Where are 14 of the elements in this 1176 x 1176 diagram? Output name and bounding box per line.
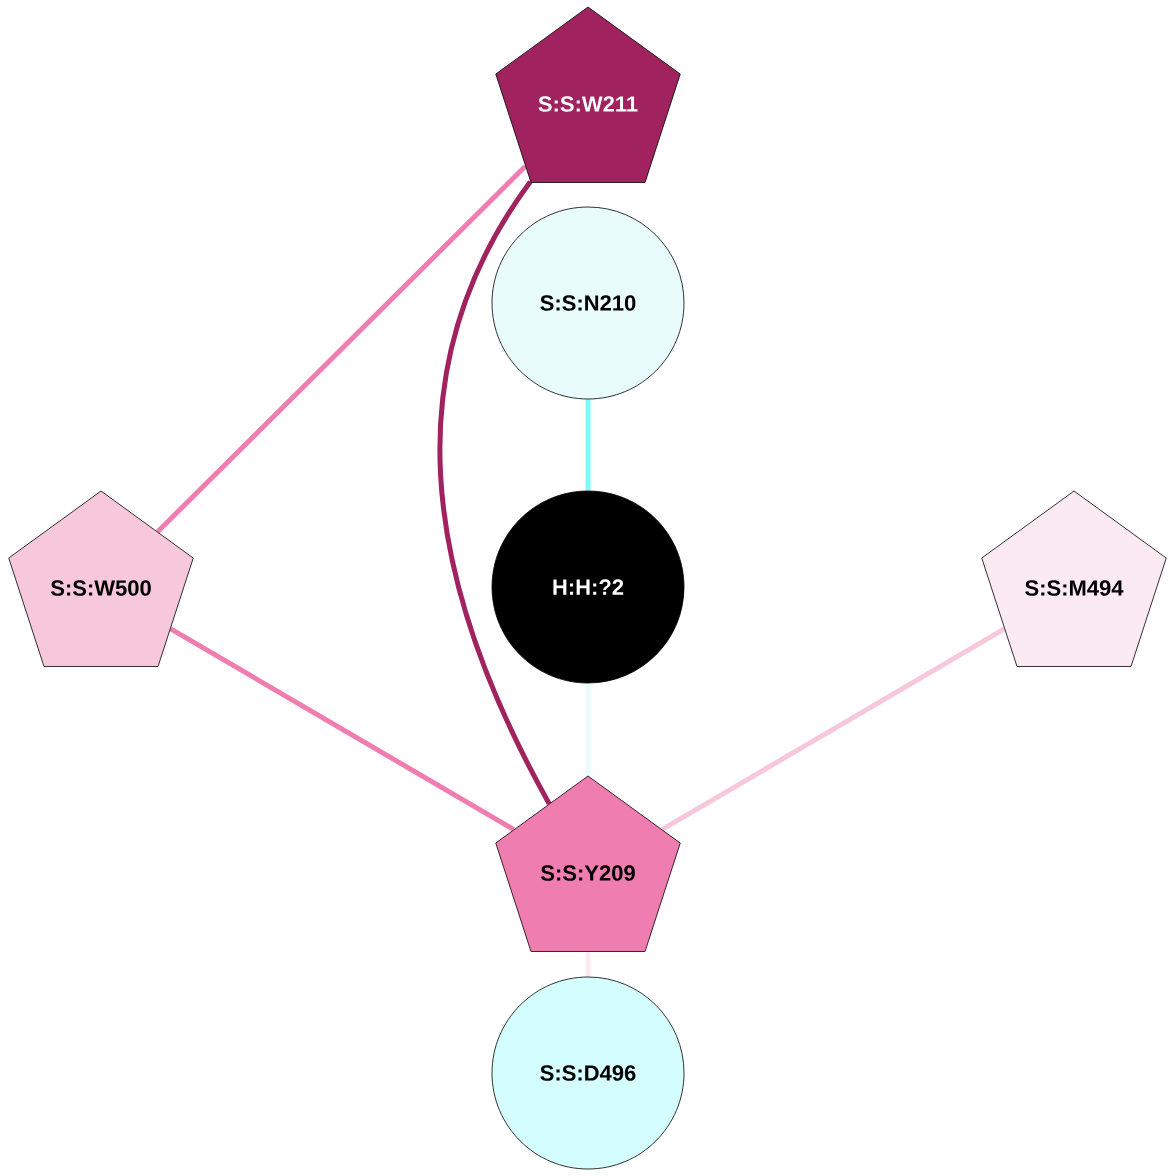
edge-line [155, 164, 528, 534]
pentagon-node: S:S:W211 [495, 6, 681, 183]
edge-line [585, 683, 591, 776]
edge-line [661, 626, 1006, 832]
circle-node: H:H:?2 [491, 490, 685, 684]
pentagon-node: S:S:Y209 [495, 775, 681, 952]
edge-line [585, 951, 591, 977]
circle-node: S:S:N210 [491, 206, 685, 400]
pentagon-node: S:S:M494 [981, 490, 1167, 667]
edge-line [438, 180, 552, 805]
circle-node: S:S:D496 [491, 976, 685, 1170]
edge-line [585, 399, 591, 491]
edge-line [169, 626, 515, 832]
pentagon-node: S:S:W500 [8, 490, 194, 667]
